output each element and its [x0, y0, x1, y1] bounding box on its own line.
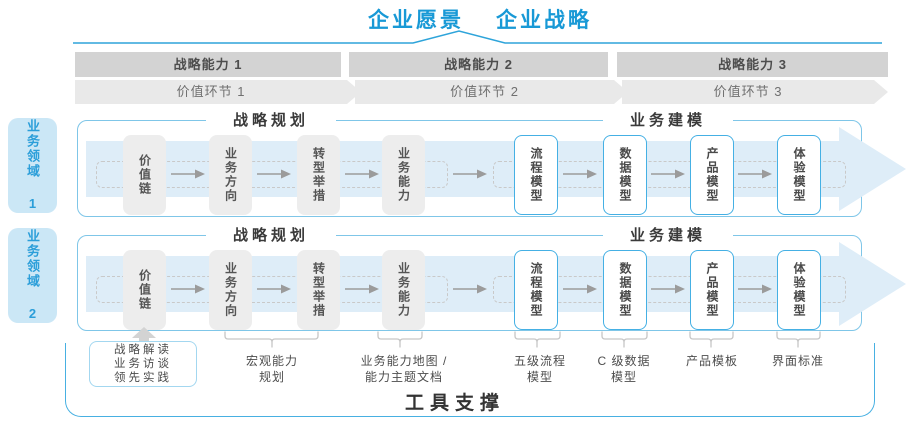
title-strategy: 企业战略 — [496, 9, 592, 32]
annotation-macro-capability: 宏观能力 规划 — [245, 354, 298, 384]
flow-arrow-icon — [651, 169, 685, 179]
section-title-business-modeling: 业务建模 — [603, 111, 733, 130]
node-business-capability: 业务能力 — [382, 250, 425, 330]
section-title-strategic-planning: 战略规划 — [206, 226, 336, 245]
value-link-chevron-2: 价值环节 2 — [355, 80, 628, 104]
node-product-model: 产品模型 — [690, 135, 734, 215]
flow-arrow-icon — [345, 284, 379, 294]
practice-line: 业务访谈 — [114, 358, 172, 370]
node-experience-model: 体验模型 — [777, 250, 821, 330]
node-data-model: 数据模型 — [603, 135, 647, 215]
practice-input-box: 战略解读 业务访谈 领先实践 — [89, 341, 197, 387]
flow-arrow-icon — [738, 284, 772, 294]
annotation-c-level-data-model: C 级数据 模型 — [597, 354, 651, 384]
node-transformation-initiatives: 转型举措 — [297, 250, 340, 330]
annotation-process-model-l5: 五级流程 模型 — [513, 354, 566, 384]
flow-arrow-icon — [563, 169, 597, 179]
flow-arrow-icon — [257, 169, 291, 179]
tool-support-container — [65, 343, 875, 417]
dashed-flow-track — [96, 161, 448, 188]
capability-bar-2: 战略能力 2 — [349, 52, 608, 77]
flow-arrow-icon — [345, 169, 379, 179]
node-value-chain: 价值链 — [123, 250, 166, 330]
annotation-ui-standard: 界面标准 — [771, 354, 824, 368]
node-process-model: 流程模型 — [514, 135, 558, 215]
annotation-product-template: 产品模板 — [685, 354, 738, 368]
value-link-chevron-1: 价值环节 1 — [75, 80, 361, 104]
dashed-flow-track — [493, 276, 846, 303]
node-product-model: 产品模型 — [690, 250, 734, 330]
flow-arrow-icon — [563, 284, 597, 294]
flow-arrow-icon — [453, 169, 487, 179]
flow-arrow-icon — [738, 169, 772, 179]
annotation-capability-map: 业务能力地图 / 能力主题文档 — [360, 354, 448, 384]
page-title: 企业愿景 企业战略 — [280, 4, 680, 34]
domain-band-2: 价值链 业务方向 转型举措 业务能力 流程模型 数据模型 产品模型 体验模型 战… — [77, 226, 906, 331]
node-experience-model: 体验模型 — [777, 135, 821, 215]
node-value-chain: 价值链 — [123, 135, 166, 215]
domain-band-1: 价值链 业务方向 转型举措 业务能力 流程模型 数据模型 产品模型 体验模型 战… — [77, 111, 906, 217]
node-business-direction: 业务方向 — [209, 135, 252, 215]
node-business-direction: 业务方向 — [209, 250, 252, 330]
practice-line: 领先实践 — [114, 372, 172, 384]
domain-label-2: 业务领域 2 — [8, 228, 57, 323]
value-link-chevron-3: 价值环节 3 — [622, 80, 888, 104]
capability-bar-3: 战略能力 3 — [617, 52, 888, 77]
dashed-flow-track — [493, 161, 846, 188]
title-vision: 企业愿景 — [368, 9, 464, 32]
section-title-business-modeling: 业务建模 — [603, 226, 733, 245]
flow-arrow-icon — [171, 169, 205, 179]
domain-label-1: 业务领域 1 — [8, 118, 57, 213]
capability-bar-1: 战略能力 1 — [75, 52, 341, 77]
dashed-flow-track — [96, 276, 448, 303]
section-title-strategic-planning: 战略规划 — [206, 111, 336, 130]
tool-support-label: 工具支撑 — [404, 393, 505, 414]
practice-line: 战略解读 — [114, 344, 172, 356]
node-transformation-initiatives: 转型举措 — [297, 135, 340, 215]
node-business-capability: 业务能力 — [382, 135, 425, 215]
node-process-model: 流程模型 — [514, 250, 558, 330]
flow-arrow-icon — [171, 284, 205, 294]
flow-arrow-icon — [453, 284, 487, 294]
flow-arrow-icon — [651, 284, 685, 294]
node-data-model: 数据模型 — [603, 250, 647, 330]
flow-arrow-icon — [257, 284, 291, 294]
